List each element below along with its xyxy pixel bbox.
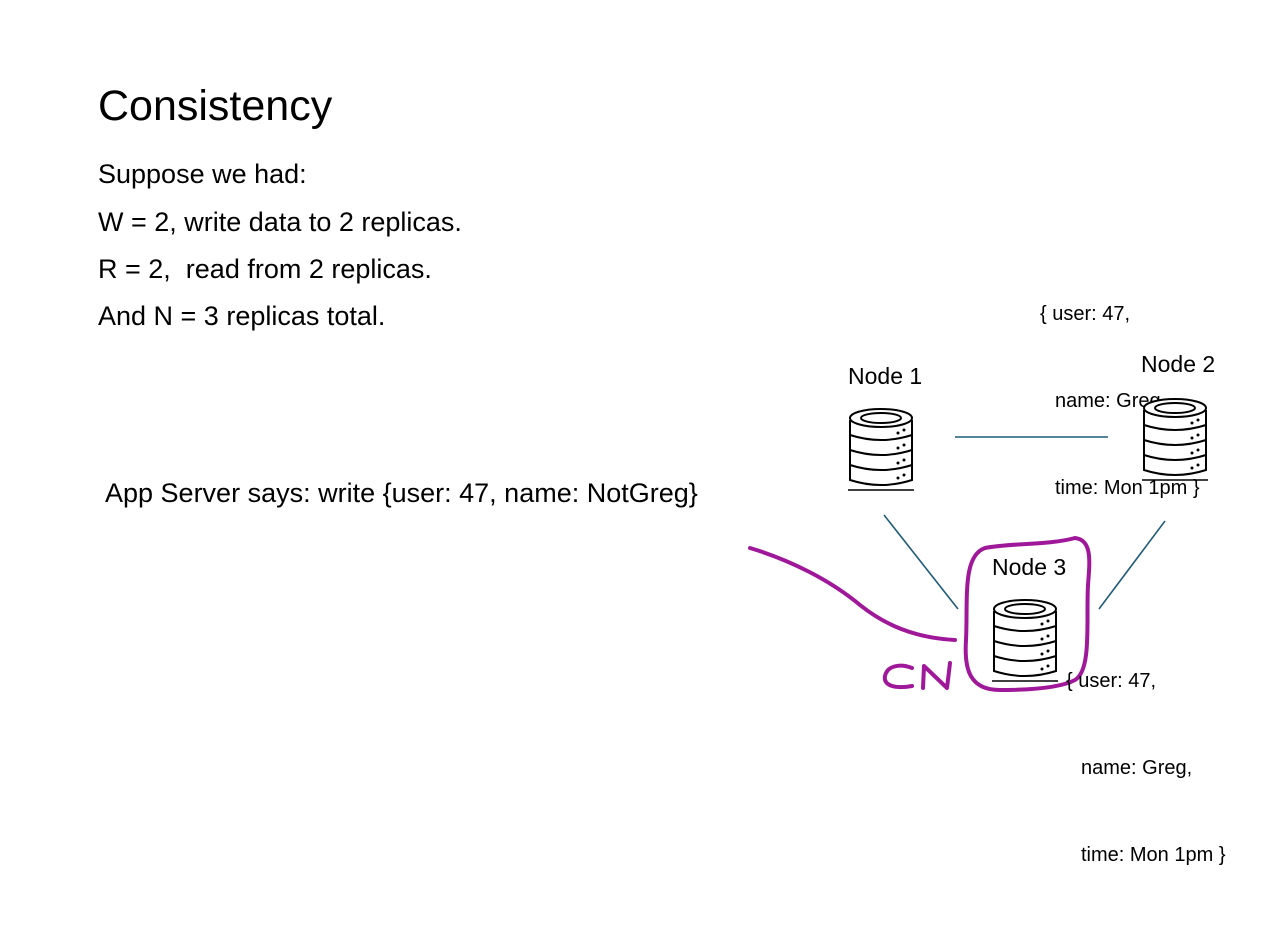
app-server-statement: App Server says: write {user: 47, name: … [105,478,698,508]
node2-record-line-2: name: Greg, [1055,390,1167,412]
node2-record-line-3: time: Mon 1pm } [1055,477,1200,499]
node3-record-line-1: { user: 47, [1066,670,1157,692]
handwritten-letter-n [921,661,952,690]
node3-record-line-2: name: Greg, [1081,757,1193,779]
body-line-4: And N = 3 replicas total. [98,301,386,331]
handwritten-arrow-stroke [748,546,957,642]
node3-database-icon[interactable] [990,597,1060,683]
body-line-3: R = 2, read from 2 replicas. [98,254,432,284]
slide: Consistency Suppose we had: W = 2, write… [98,82,1226,866]
connection-node1-node3 [883,514,959,610]
node1-label: Node 1 [848,363,923,389]
node1-database-icon[interactable] [846,406,916,492]
node2-record-line-1: { user: 47, [1040,303,1131,325]
body-line-1: Suppose we had: [98,159,307,189]
body-line-2: W = 2, write data to 2 replicas. [98,207,462,237]
node3-record: { user: 47, name: Greg, time: Mon 1pm } [1066,609,1226,928]
node2-label: Node 2 [1141,351,1216,377]
node2-database-icon[interactable] [1140,396,1210,482]
handwritten-letter-c [882,663,914,690]
slide-title: Consistency [98,82,333,130]
node2-record: { user: 47, name: Greg, time: Mon 1pm } [1040,242,1200,561]
node3-label: Node 3 [992,554,1067,580]
node3-record-line-3: time: Mon 1pm } [1081,844,1226,866]
